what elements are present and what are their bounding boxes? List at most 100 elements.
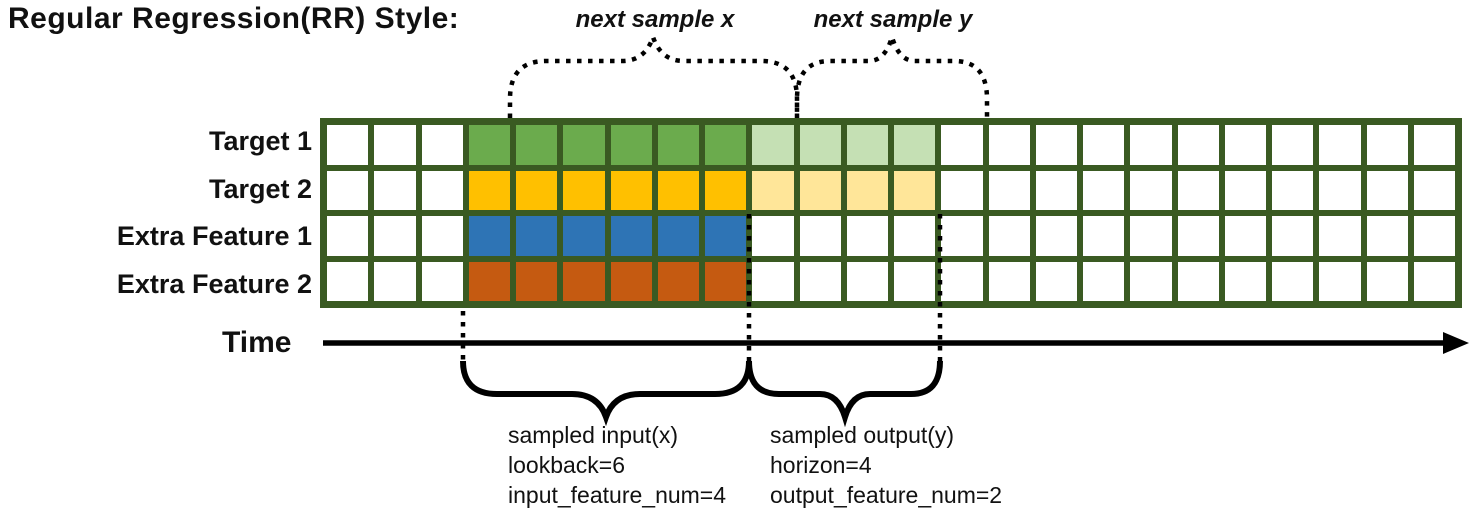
horizon-line: horizon=4 (770, 452, 872, 478)
grid-cell-r2-c16 (1035, 170, 1077, 210)
grid-cell-r3-c5 (516, 216, 558, 256)
grid-cell-r1-c16 (1035, 125, 1077, 165)
grid-cell-r3-c11 (799, 216, 841, 256)
grid-cell-r2-c21 (1272, 170, 1314, 210)
grid-cell-r4-c13 (894, 261, 936, 301)
time-axis-arrowhead (1443, 332, 1469, 354)
grid-cell-r3-c10 (752, 216, 794, 256)
grid-cell-r4-c1 (327, 261, 369, 301)
sampled-output-line: sampled output(y) (770, 422, 955, 448)
grid-cell-r1-c6 (563, 125, 605, 165)
grid-cell-r2-c5 (516, 170, 558, 210)
grid-cell-r4-c19 (1177, 261, 1219, 301)
grid-cell-r3-c16 (1035, 216, 1077, 256)
sampled-output-annotation: sampled output(y) horizon=4 output_featu… (770, 420, 1002, 510)
next-sample-y-brace (794, 28, 990, 118)
row-label-2: Target 2 (208, 173, 312, 204)
grid-cell-r1-c14 (941, 125, 983, 165)
grid-cell-r4-c7 (610, 261, 652, 301)
sampled-input-line: sampled input(x) (508, 422, 679, 448)
grid-cell-r1-c1 (327, 125, 369, 165)
grid-cell-r3-c24 (1413, 216, 1455, 256)
sampled-output-brace (746, 360, 943, 428)
grid-cell-r3-c1 (327, 216, 369, 256)
grid-cell-r4-c14 (941, 261, 983, 301)
row-label-3: Extra Feature 1 (116, 221, 312, 252)
grid-cell-r4-c17 (1083, 261, 1125, 301)
grid-cell-r3-c13 (894, 216, 936, 256)
grid-cell-r2-c7 (610, 170, 652, 210)
grid-cell-r3-c3 (421, 216, 463, 256)
sampled-input-brace (460, 360, 752, 427)
grid-cell-r2-c2 (374, 170, 416, 210)
grid-cell-r1-c13 (894, 125, 936, 165)
grid-cell-r1-c5 (516, 125, 558, 165)
grid-cell-r3-c18 (1130, 216, 1172, 256)
grid-cell-r1-c10 (752, 125, 794, 165)
row-label-1: Target 1 (208, 126, 312, 157)
timeseries-grid (320, 118, 1462, 308)
grid-cell-r2-c1 (327, 170, 369, 210)
grid-cell-r4-c11 (799, 261, 841, 301)
grid-cell-r1-c22 (1319, 125, 1361, 165)
grid-cell-r2-c15 (988, 170, 1030, 210)
grid-cell-r2-c10 (752, 170, 794, 210)
grid-cell-r3-c6 (563, 216, 605, 256)
grid-cell-r4-c16 (1035, 261, 1077, 301)
grid-cell-r4-c3 (421, 261, 463, 301)
grid-cell-r3-c22 (1319, 216, 1361, 256)
grid-cell-r4-c23 (1366, 261, 1408, 301)
grid-cell-r2-c13 (894, 170, 936, 210)
page-title: Regular Regression(RR) Style: (8, 2, 460, 35)
grid-cell-r2-c17 (1083, 170, 1125, 210)
time-axis-label: Time (222, 326, 292, 359)
grid-cell-r3-c12 (846, 216, 888, 256)
row-label-4: Extra Feature 2 (116, 268, 312, 299)
grid-cell-r2-c12 (846, 170, 888, 210)
grid-cell-r1-c21 (1272, 125, 1314, 165)
grid-cell-r4-c8 (657, 261, 699, 301)
grid-cell-r1-c17 (1083, 125, 1125, 165)
grid-cell-r3-c17 (1083, 216, 1125, 256)
grid-cell-r4-c12 (846, 261, 888, 301)
grid-cell-r1-c9 (705, 125, 747, 165)
grid-cell-r4-c21 (1272, 261, 1314, 301)
grid-cell-r1-c24 (1413, 125, 1455, 165)
grid-cell-r3-c14 (941, 216, 983, 256)
grid-cell-r1-c4 (468, 125, 510, 165)
grid-cell-r3-c8 (657, 216, 699, 256)
grid-cell-r3-c2 (374, 216, 416, 256)
grid-cell-r1-c19 (1177, 125, 1219, 165)
grid-cell-r2-c23 (1366, 170, 1408, 210)
grid-cell-r2-c4 (468, 170, 510, 210)
grid-cell-r2-c24 (1413, 170, 1455, 210)
grid-cell-r4-c18 (1130, 261, 1172, 301)
grid-cell-r1-c7 (610, 125, 652, 165)
grid-cell-r4-c15 (988, 261, 1030, 301)
grid-cell-r2-c6 (563, 170, 605, 210)
grid-cell-r1-c2 (374, 125, 416, 165)
next-sample-x-brace (507, 29, 800, 118)
grid-cell-r1-c20 (1224, 125, 1266, 165)
grid-cell-r2-c22 (1319, 170, 1361, 210)
next-sample-x-label: next sample x (575, 6, 735, 33)
grid-cell-r3-c21 (1272, 216, 1314, 256)
grid-cell-r4-c24 (1413, 261, 1455, 301)
grid-cell-r4-c6 (563, 261, 605, 301)
grid-cell-r1-c11 (799, 125, 841, 165)
grid-cell-r1-c23 (1366, 125, 1408, 165)
grid-cell-r2-c19 (1177, 170, 1219, 210)
grid-cell-r4-c20 (1224, 261, 1266, 301)
grid-cell-r4-c5 (516, 261, 558, 301)
grid-cell-r3-c4 (468, 216, 510, 256)
grid-cell-r4-c9 (705, 261, 747, 301)
grid-cell-r2-c18 (1130, 170, 1172, 210)
grid-cell-r4-c22 (1319, 261, 1361, 301)
next-sample-y-label: next sample y (813, 6, 973, 33)
grid-cell-r1-c18 (1130, 125, 1172, 165)
input-feature-num-line: input_feature_num=4 (508, 482, 727, 508)
grid-cell-r3-c20 (1224, 216, 1266, 256)
output-feature-num-line: output_feature_num=2 (770, 482, 1003, 508)
grid-cell-r2-c20 (1224, 170, 1266, 210)
